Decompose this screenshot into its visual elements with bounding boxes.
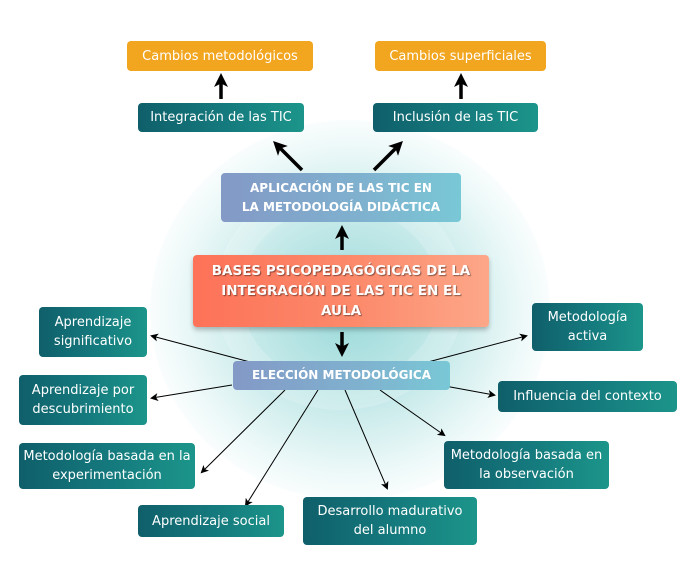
- leaf-influencia-contexto: Influencia del contexto: [498, 381, 677, 412]
- leaf-aprendizaje-social: Aprendizaje social: [138, 505, 284, 537]
- arrow-to-influencia-contexto: [444, 385, 496, 398]
- result-cambios-metodologicos: Cambios metodológicos: [127, 41, 313, 71]
- arrow-to-aprendizaje-significativo: [150, 333, 251, 363]
- leaf-desarrollo-madurativo: Desarrollo madurativo del alumno: [303, 497, 477, 545]
- arrow-to-metodologia-activa: [427, 333, 528, 363]
- leaf-metodologia-observacion: Metodología basada en la observación: [444, 441, 609, 489]
- arrow-aplicacion-to-integracion: [273, 141, 304, 172]
- leaf-aprendizaje-significativo: Aprendizaje significativo: [39, 307, 147, 357]
- arrow-aplicacion-to-inclusion: [372, 141, 403, 172]
- arrow-to-metodologia-experimentacion: [200, 389, 286, 474]
- arrow-to-aprendizaje-social: [244, 389, 319, 507]
- node-bases-psicopedagogicas: BASES PSICOPEDAGÓGICAS DE LA INTEGRACIÓN…: [193, 255, 489, 327]
- result-cambios-superficiales: Cambios superficiales: [375, 41, 546, 71]
- leaf-metodologia-experimentacion: Metodología basada en la experimentación: [19, 443, 195, 489]
- leaf-metodologia-activa: Metodología activa: [532, 303, 643, 351]
- leaf-aprendizaje-descubrimiento: Aprendizaje por descubrimiento: [19, 375, 147, 425]
- arrow-to-metodologia-observacion: [379, 389, 446, 437]
- node-integracion-tic: Integración de las TIC: [138, 103, 304, 132]
- arrow-to-aprendizaje-descubrimiento: [150, 384, 233, 401]
- node-aplicacion-tic: APLICACIÓN DE LAS TIC EN LA METODOLOGÍA …: [221, 173, 461, 222]
- node-eleccion-metodologica: ELECCIÓN METODOLÓGICA: [233, 361, 450, 390]
- arrow-to-desarrollo-madurativo: [344, 389, 389, 490]
- node-inclusion-tic: Inclusión de las TIC: [373, 103, 538, 132]
